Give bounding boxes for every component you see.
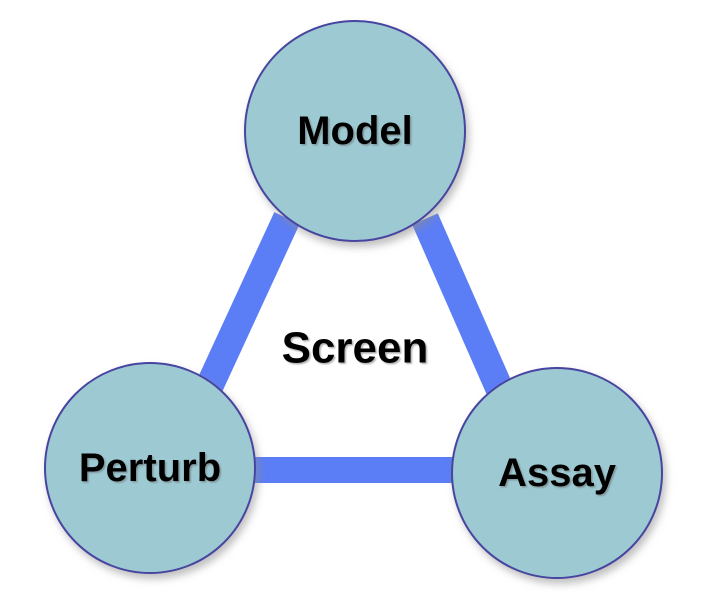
node-assay[interactable]: Assay bbox=[451, 367, 663, 579]
edge-model-perturb bbox=[196, 212, 300, 393]
edge-model-assay bbox=[412, 213, 513, 396]
node-perturb-label: Perturb bbox=[79, 446, 221, 490]
node-model-label: Model bbox=[297, 109, 413, 153]
node-group: Model Perturb Assay bbox=[44, 20, 663, 579]
center-label-screen: Screen bbox=[282, 324, 429, 373]
node-assay-label: Assay bbox=[498, 451, 617, 495]
node-assay-circle[interactable] bbox=[451, 367, 663, 579]
node-model-circle[interactable] bbox=[244, 20, 466, 242]
node-perturb-circle[interactable] bbox=[44, 362, 256, 574]
node-perturb[interactable]: Perturb bbox=[44, 362, 256, 574]
edge-group bbox=[196, 212, 513, 483]
node-model[interactable]: Model bbox=[244, 20, 466, 242]
